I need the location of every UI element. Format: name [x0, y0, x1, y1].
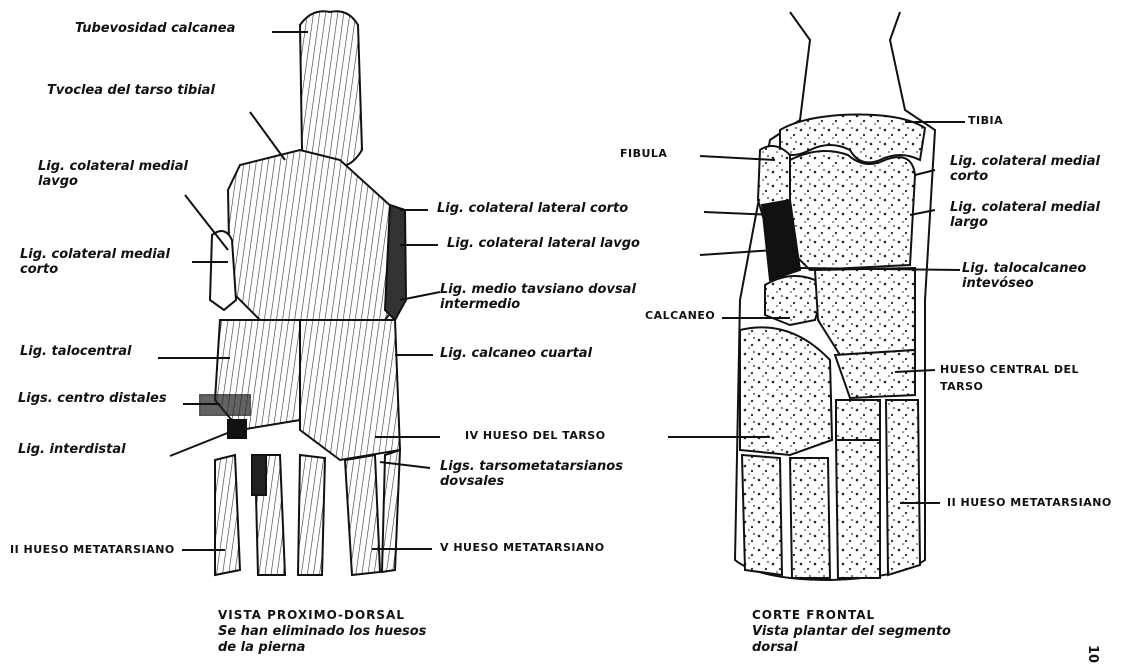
caption-left: VISTA PROXIMO-DORSAL Se han eliminado lo…	[218, 608, 426, 657]
label-lig-calcaneo-cuartal: Lig. calcaneo cuartal	[440, 347, 592, 362]
label-ligs-centro-distales: Ligs. centro distales	[18, 392, 167, 407]
page-number: 10	[1085, 645, 1100, 663]
label-ligs-tarsometatarsianos: Ligs. tarsometatarsianos dovsales	[440, 460, 623, 490]
left-tarsus-drawing	[200, 11, 406, 575]
label-iv-hueso-tarso: IV HUESO DEL TARSO	[465, 430, 606, 443]
label-fibula: FIBULA	[620, 148, 667, 161]
label-troclea-tarso-tibial: Tvoclea del tarso tibial	[47, 84, 215, 99]
label-lig-colateral-lateral-corto: Lig. colateral lateral corto	[437, 202, 628, 217]
label-calcaneo: CALCANEO	[645, 310, 715, 323]
label-lig-medio-tarsiano: Lig. medio tavsiano dovsal intermedio	[440, 283, 636, 313]
label-tibia: TIBIA	[968, 115, 1003, 128]
label-lig-colateral-medial-largo: Lig. colateral medial lavgo	[38, 160, 188, 190]
label-lig-colateral-medial-corto-right: Lig. colateral medial corto	[950, 155, 1100, 185]
label-ii-hueso-metatarsiano-left: II HUESO METATARSIANO	[10, 544, 175, 557]
label-lig-talocalcaneo: Lig. talocalcaneo intevóseo	[962, 262, 1086, 292]
label-hueso-central-tarso: HUESO CENTRAL DEL TARSO	[940, 364, 1079, 393]
right-tarsus-drawing	[735, 12, 935, 580]
label-lig-talocentral: Lig. talocentral	[20, 345, 132, 360]
label-ii-hueso-metatarsiano-right: II HUESO METATARSIANO	[947, 497, 1112, 510]
label-tuberosidad-calcanea: Tubevosidad calcanea	[75, 22, 235, 37]
label-lig-colateral-lateral-largo: Lig. colateral lateral lavgo	[447, 237, 640, 252]
label-lig-interdistal: Lig. interdistal	[18, 443, 126, 458]
label-v-hueso-metatarsiano: V HUESO METATARSIANO	[440, 542, 605, 555]
label-lig-colateral-medial-largo-right: Lig. colateral medial largo	[950, 201, 1100, 231]
label-lig-colateral-medial-corto: Lig. colateral medial corto	[20, 248, 170, 278]
caption-right: CORTE FRONTAL Vista plantar del segmento…	[752, 608, 951, 657]
